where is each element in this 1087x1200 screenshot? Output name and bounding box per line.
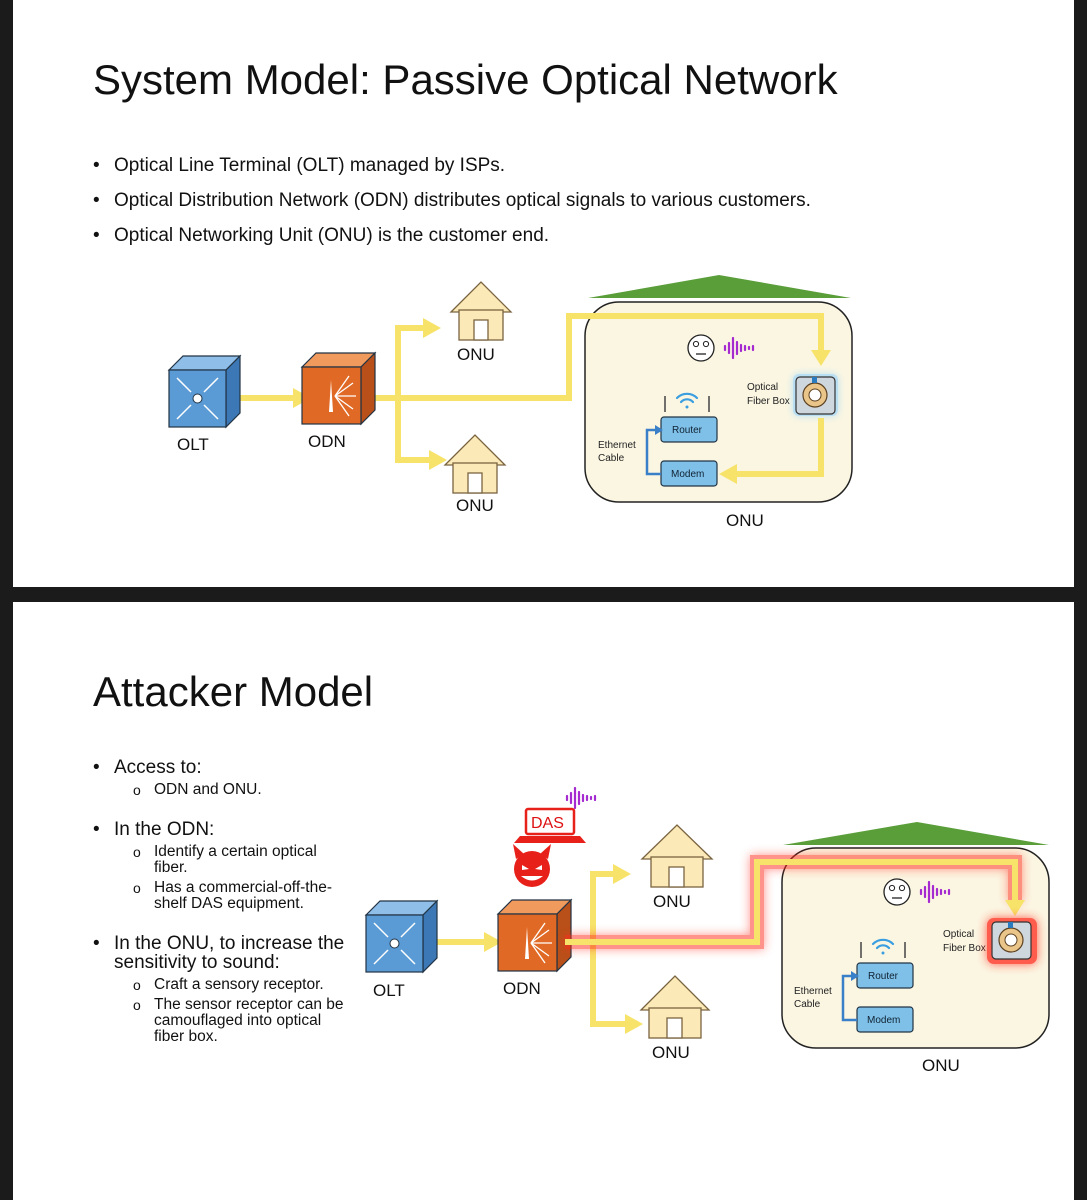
optical-fiber-box-icon: [793, 374, 838, 416]
ethernet-cable: [841, 974, 857, 1022]
sub-bullet: Has a commercial-off-the-shelf DAS equip…: [133, 880, 344, 912]
onu-top-house-icon: [640, 824, 714, 888]
sub-list: ODN and ONU.: [114, 782, 369, 799]
fiber-to-onu-top: [395, 325, 428, 463]
onu-bottom-label: ONU: [652, 1043, 690, 1062]
bullet-in-odn-text: In the ODN:: [114, 819, 215, 840]
bullet-access-text: Access to:: [114, 757, 202, 778]
modem-device: Modem: [856, 1006, 914, 1033]
router-label: Router: [672, 425, 703, 436]
sub-list: Craft a sensory receptor. The sensor rec…: [114, 977, 369, 1045]
modem-device: Modem: [660, 460, 718, 487]
sub-bullet: Identify a certain optical fiber.: [133, 844, 344, 876]
attack-fiber-path: [565, 855, 1025, 949]
onu-house-label: ONU: [922, 1056, 960, 1075]
router-device: Router: [856, 962, 914, 989]
optical-fiber-box-icon: [987, 918, 1037, 964]
face-icon: [687, 334, 715, 362]
onu-bottom-house-icon: [443, 434, 507, 494]
bullet-onu: Optical Networking Unit (ONU) is the cus…: [93, 218, 811, 253]
onu-bottom-label: ONU: [456, 496, 494, 515]
house-body: [781, 847, 1050, 1049]
ethernet-cable-label-line2: Cable: [794, 999, 821, 1010]
odn-cube: [300, 351, 377, 426]
optical-fiber-box-label-line1: Optical: [943, 929, 974, 940]
bullet-olt: Optical Line Terminal (OLT) managed by I…: [93, 148, 811, 183]
olt-cube: [167, 354, 242, 429]
odn-cube: [496, 898, 573, 973]
odn-label: ODN: [308, 432, 346, 451]
bullet-odn: Optical Distribution Network (ODN) distr…: [93, 183, 811, 218]
olt-label: OLT: [373, 981, 405, 1000]
olt-label: OLT: [177, 435, 209, 454]
bullet-in-onu: In the ONU, to increase the sensitivity …: [93, 934, 369, 1045]
bullet-access: Access to: ODN and ONU.: [93, 758, 369, 798]
slide-system-model: System Model: Passive Optical Network Op…: [13, 0, 1074, 587]
wifi-icon: [871, 938, 895, 955]
onu-top-house-icon: [449, 281, 513, 341]
router-device: Router: [660, 416, 718, 443]
house-roof: [783, 822, 1049, 845]
sub-bullet: Craft a sensory receptor.: [133, 977, 344, 994]
wifi-icon: [675, 392, 699, 409]
onu-top-label: ONU: [653, 892, 691, 911]
bullet-list: Access to: ODN and ONU. In the ODN: Iden…: [93, 758, 369, 1067]
odn-label: ODN: [503, 979, 541, 998]
olt-cube: [364, 899, 439, 974]
slide-title: System Model: Passive Optical Network: [93, 56, 838, 103]
devil-icon: [513, 844, 551, 887]
das-label: DAS: [531, 815, 564, 832]
optical-fiber-box-label-line2: Fiber Box: [747, 396, 790, 407]
ethernet-cable-label-line2: Cable: [598, 453, 625, 464]
house-roof: [588, 275, 851, 298]
modem-label: Modem: [867, 1015, 900, 1026]
das-laptop-icon: DAS: [514, 807, 586, 843]
onu-bottom-house-icon: [639, 975, 711, 1039]
face-icon: [883, 878, 911, 906]
modem-label: Modem: [671, 469, 704, 480]
fiber-to-onu-bottom: [395, 395, 434, 463]
sound-wave-icon: [723, 336, 755, 360]
sub-bullet: ODN and ONU.: [133, 782, 344, 799]
router-label: Router: [868, 971, 899, 982]
bullet-in-onu-text: In the ONU, to increase the sensitivity …: [114, 933, 345, 973]
pon-diagram: OLT ODN ONU ONU: [167, 275, 853, 530]
bullet-list: Optical Line Terminal (OLT) managed by I…: [93, 148, 811, 253]
slide-attacker-model: Attacker Model Access to: ODN and ONU. I…: [13, 602, 1074, 1200]
onu-house-label: ONU: [726, 511, 764, 530]
optical-fiber-box-label-line1: Optical: [747, 382, 778, 393]
ethernet-cable: [645, 428, 661, 476]
sound-wave-icon: [919, 880, 951, 904]
sound-wave-icon: [565, 786, 597, 810]
optical-fiber-box-label-line2: Fiber Box: [943, 943, 986, 954]
sub-bullet: The sensor receptor can be camouflaged i…: [133, 997, 344, 1045]
onu-top-label: ONU: [457, 345, 495, 364]
slide-title: Attacker Model: [93, 668, 374, 715]
sub-list: Identify a certain optical fiber. Has a …: [114, 844, 369, 912]
ethernet-cable-label-line1: Ethernet: [794, 986, 832, 997]
bullet-in-odn: In the ODN: Identify a certain optical f…: [93, 820, 369, 912]
ethernet-cable-label-line1: Ethernet: [598, 440, 636, 451]
attacker-diagram: DAS OLT: [364, 786, 1050, 1075]
house-body: [584, 301, 853, 503]
